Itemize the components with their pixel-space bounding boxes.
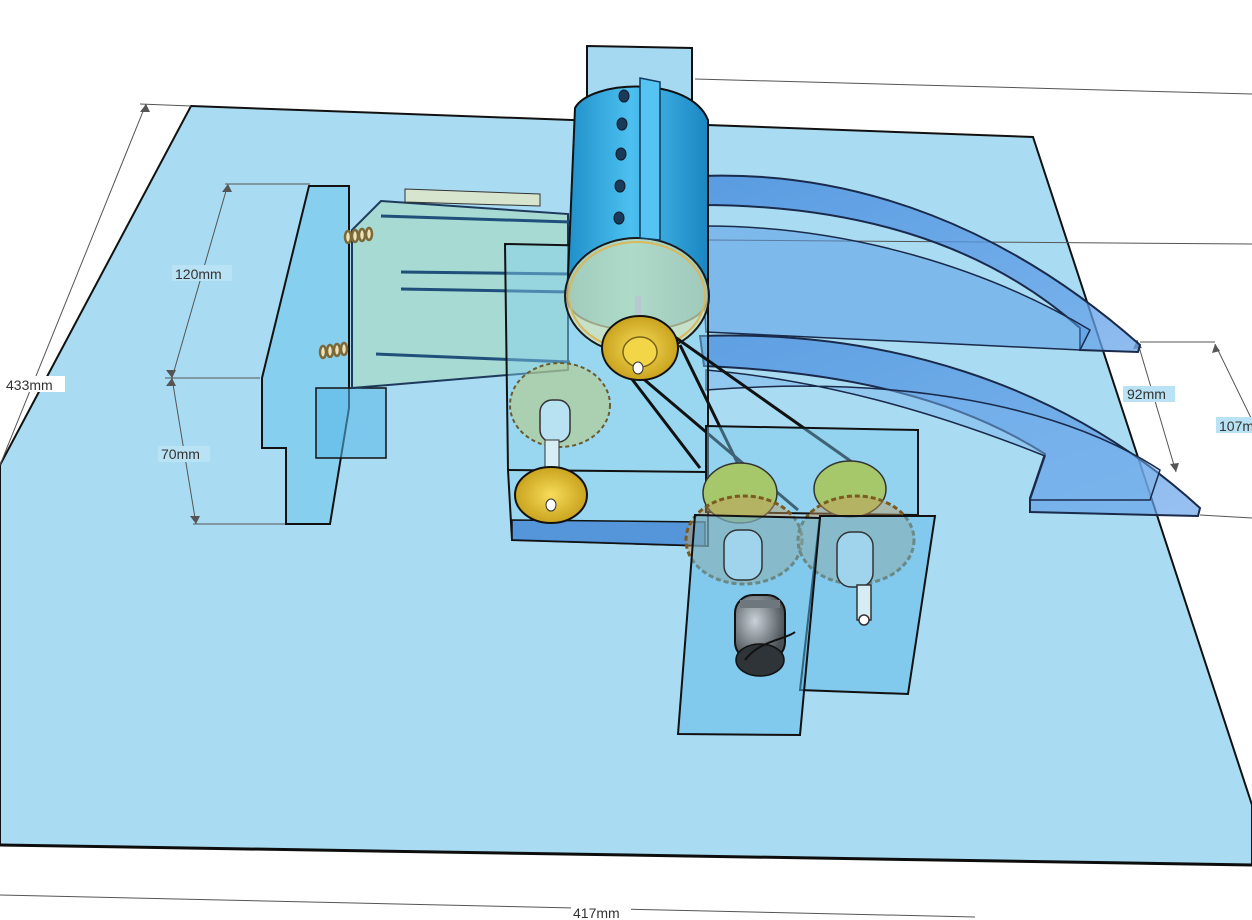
lower-spring — [318, 341, 349, 360]
dim-height-lower-left: 70mm — [161, 446, 200, 462]
label-bg-upper — [172, 265, 232, 281]
label-bg-length — [571, 905, 631, 920]
label-bg-right-inner — [1123, 386, 1175, 402]
dim-height-upper-left: 120mm — [175, 266, 222, 282]
upper-chute-wall — [699, 225, 1091, 351]
drum-pulley — [601, 315, 679, 381]
base-plate-edge — [0, 843, 1252, 867]
tray-rails — [375, 214, 571, 364]
label-bg-depth — [3, 376, 65, 392]
tray-top-strip — [404, 188, 541, 207]
label-bg-lower — [158, 446, 210, 462]
lower-pulley — [514, 466, 588, 524]
gearbox-shafts — [723, 529, 874, 626]
dimension-labels: 417mm 433mm 120mm 70mm 92mm 107mm — [3, 265, 1252, 920]
drum-bolts — [613, 89, 630, 225]
lower-chute-wall — [705, 369, 1161, 501]
label-bg-right-outer — [1216, 417, 1252, 433]
motor — [734, 594, 796, 677]
left-shaft — [539, 399, 571, 471]
tray-frame — [351, 199, 569, 390]
drum-flute — [639, 77, 661, 241]
dim-height-right-outer: 107mm — [1219, 418, 1252, 434]
upper-spring — [343, 226, 374, 245]
left-springs — [318, 226, 374, 360]
left-plate-bracket — [315, 387, 387, 459]
dim-depth-left: 433mm — [6, 377, 53, 393]
dim-length-bottom: 417mm — [573, 905, 620, 920]
dim-height-right-inner: 92mm — [1127, 386, 1166, 402]
upper-chute — [699, 174, 1142, 354]
